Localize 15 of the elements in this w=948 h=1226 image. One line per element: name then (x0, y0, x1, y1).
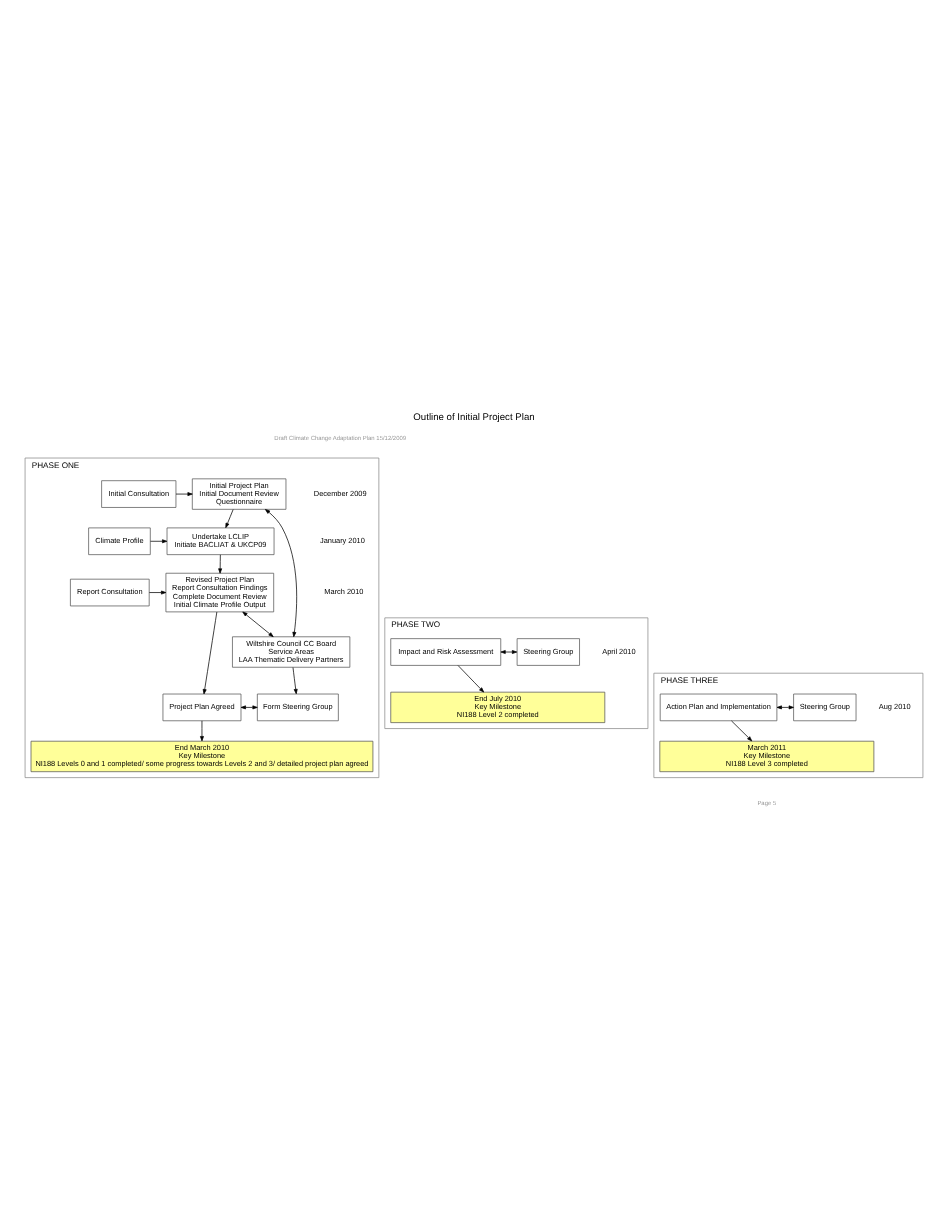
arrow (200, 720, 204, 742)
arrow (731, 720, 753, 742)
arrow (265, 509, 298, 638)
arrow (776, 705, 794, 710)
arrow (150, 539, 168, 544)
arrow (500, 650, 518, 654)
arrow (457, 665, 485, 693)
arrow (242, 611, 274, 638)
arrow (292, 667, 298, 695)
arrow (225, 509, 234, 529)
arrow (148, 590, 167, 595)
arrow (240, 705, 258, 710)
arrow (202, 611, 218, 695)
arrow (218, 554, 223, 574)
arrow (175, 492, 193, 496)
